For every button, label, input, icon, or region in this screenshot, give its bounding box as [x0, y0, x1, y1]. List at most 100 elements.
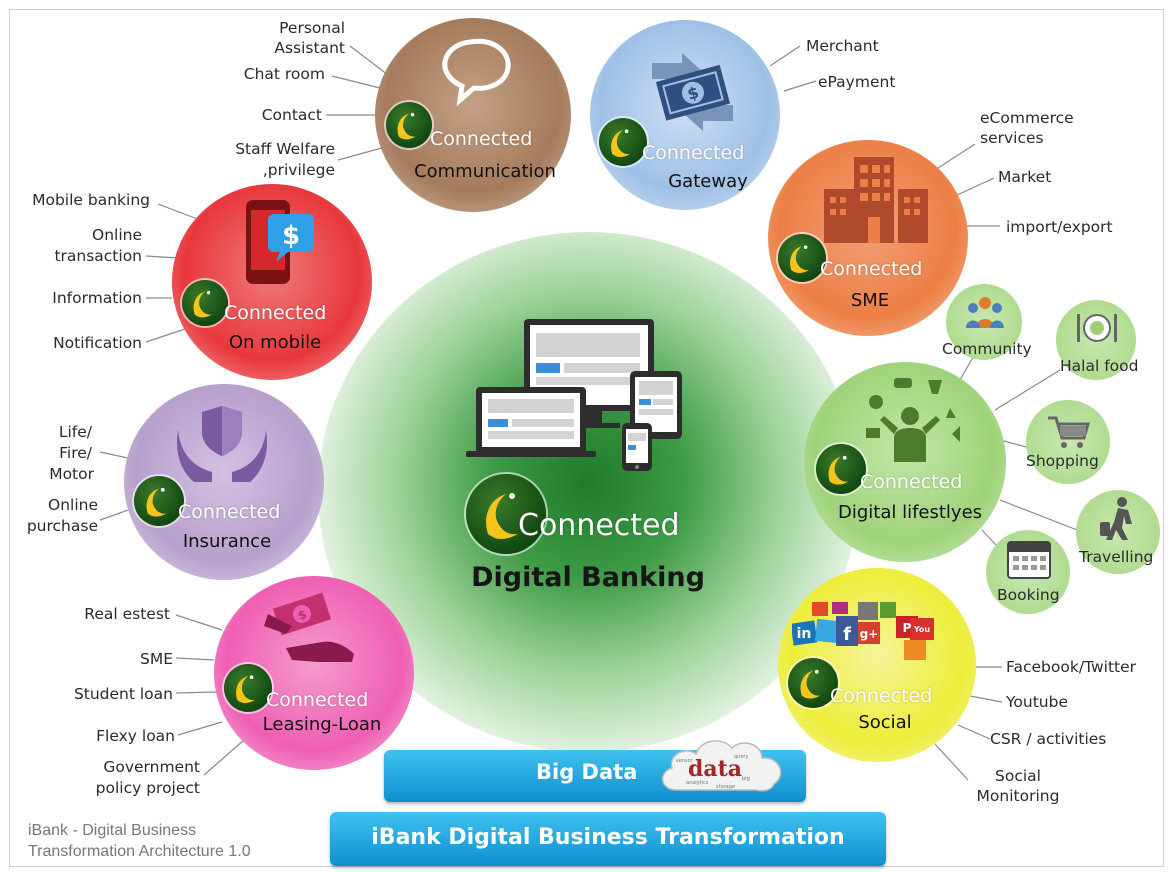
sub-travelling-label: Travelling: [1079, 548, 1154, 566]
label-contact: Contact: [261, 106, 322, 124]
center-title: Digital Banking: [471, 562, 705, 593]
mobile-title: On mobile: [228, 332, 322, 353]
money-transfer-icon: $: [652, 53, 733, 131]
lifestyle-person-icon: [866, 378, 960, 462]
label-market: Market: [998, 168, 1052, 186]
label-monitoring: Monitoring: [976, 787, 1060, 805]
money-hands-icon: $: [264, 592, 354, 662]
gateway-connected-word: Connected: [642, 142, 745, 164]
community-icon: [966, 297, 1004, 328]
sme-connected-word: Connected: [820, 258, 923, 280]
connected-logo-lifestyles: [816, 444, 866, 494]
center-connected-word: Connected: [518, 508, 680, 543]
label-chat-room: Chat room: [243, 65, 325, 83]
label-life: Life/: [58, 423, 92, 441]
svg-text:sensor: sensor: [676, 758, 694, 764]
svg-text:f: f: [843, 624, 851, 645]
connected-logo-gateway: [599, 118, 647, 166]
connected-logo-sme: [778, 234, 826, 282]
svg-text:query: query: [734, 754, 748, 760]
label-online: Online: [92, 226, 142, 244]
connected-logo-mobile: [182, 280, 228, 326]
label-sme-loan: SME: [139, 650, 173, 668]
label-import-export: import/export: [1006, 218, 1113, 236]
sub-halal-food-label: Halal food: [1060, 357, 1139, 375]
data-cloud-word: data: [688, 756, 742, 782]
label-real-estest: Real estest: [84, 605, 170, 623]
svg-text:big: big: [742, 776, 750, 782]
traveller-icon: [1100, 497, 1132, 540]
label-information: Information: [52, 289, 142, 307]
buildings-icon: [824, 157, 928, 243]
label-flexy-loan: Flexy loan: [96, 727, 175, 745]
mobile-phone-icon: $: [246, 200, 314, 284]
sub-shopping: [1026, 400, 1110, 484]
label-staff-welfare: Staff Welfare: [235, 140, 335, 158]
label-mobile-banking: Mobile banking: [32, 191, 150, 209]
insurance-connected-word: Connected: [178, 501, 281, 523]
social-media-icons: in f g+ P You: [792, 602, 934, 660]
communication-connected-word: Connected: [430, 128, 533, 150]
leasing-title: Leasing-Loan: [262, 714, 382, 735]
label-personal: Personal: [279, 19, 345, 37]
caption-line-2: Transformation Architecture 1.0: [28, 843, 251, 860]
transformation-bar: [330, 812, 886, 866]
sub-booking-label: Booking: [997, 586, 1060, 604]
calendar-icon: [1007, 541, 1051, 579]
svg-text:g+: g+: [860, 627, 879, 641]
connected-logo-leasing: [224, 664, 272, 712]
social-title: Social: [858, 712, 912, 733]
leasing-connected-word: Connected: [266, 689, 369, 711]
label-services: services: [980, 129, 1044, 147]
label-policy-project: policy project: [95, 779, 200, 797]
label-social: Social: [995, 767, 1041, 785]
label-merchant: Merchant: [806, 37, 879, 55]
svg-text:You: You: [913, 625, 931, 634]
connected-logo-communication: [386, 102, 432, 148]
label-notification: Notification: [53, 334, 142, 352]
label-csr-activities: CSR / activities: [990, 730, 1107, 748]
diagram-frame: [9, 9, 1164, 867]
big-data-label: Big Data: [536, 760, 638, 784]
mobile-connected-word: Connected: [224, 302, 327, 324]
connected-logo-social: [788, 658, 838, 708]
svg-text:$: $: [282, 221, 300, 251]
shield-hands-icon: [176, 406, 268, 482]
gateway-title: Gateway: [668, 171, 748, 192]
sme-title: SME: [850, 290, 890, 311]
connected-logo-center: [466, 474, 546, 554]
label-fire: Fire/: [59, 444, 92, 462]
caption-line-1: iBank - Digital Business: [28, 822, 197, 839]
label-purchase: purchase: [26, 517, 98, 535]
transformation-label: iBank Digital Business Transformation: [371, 825, 845, 850]
label-privilege: ,privilege: [262, 161, 335, 179]
data-cloud-icon: sensor query analytics big storage data: [662, 740, 782, 792]
label-online-insurance: Online: [48, 496, 98, 514]
label-student-loan: Student loan: [73, 685, 173, 703]
social-connected-word: Connected: [830, 685, 933, 707]
svg-text:storage: storage: [716, 784, 735, 790]
label-assistant: Assistant: [274, 39, 345, 57]
svg-text:$: $: [685, 83, 701, 104]
svg-text:analytics: analytics: [686, 780, 709, 786]
insurance-title: Insurance: [182, 531, 272, 552]
sub-shopping-label: Shopping: [1026, 452, 1099, 470]
svg-text:P: P: [903, 621, 912, 635]
lifestyles-connected-word: Connected: [860, 471, 963, 493]
connected-logo-insurance: [134, 476, 184, 526]
label-epayment: ePayment: [818, 73, 896, 91]
devices-icon: [466, 319, 682, 471]
label-ecommerce: eCommerce: [980, 109, 1074, 127]
label-transaction: transaction: [54, 247, 142, 265]
svg-text:in: in: [797, 626, 812, 642]
lifestyles-title: Digital lifestlyes: [837, 502, 983, 523]
label-motor: Motor: [49, 465, 94, 483]
food-plate-icon: [1077, 314, 1117, 342]
label-youtube: Youtube: [1006, 693, 1068, 711]
sub-community-label: Community: [942, 340, 1032, 358]
label-facebook-twitter: Facebook/Twitter: [1006, 658, 1137, 676]
chat-bubble-icon: [442, 38, 511, 107]
communication-title: Communication: [414, 161, 556, 182]
